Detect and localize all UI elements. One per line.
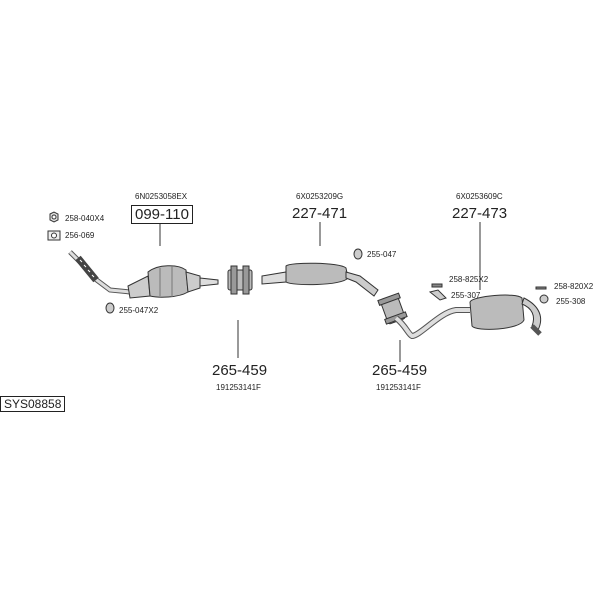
label-rear-silencer-code: 227-473 [452,205,508,222]
label-nut-code: 258-040X4 [65,214,105,223]
label-rubber-front-code: 255-047X2 [119,306,159,315]
catalyst-drawing [127,265,219,299]
bolt-rear-icon [535,286,547,290]
label-bolt-mid-code: 258-825X2 [449,275,489,284]
label-rubber-rear-code: 255-308 [556,297,586,306]
label-hanger-mid-code: 255-047 [367,250,397,259]
label-catalyst-code: 099-110 [131,205,193,224]
label-rear-silencer-ref: 6X0253609C [456,192,503,201]
label-clamp-front-code: 265-459 [212,362,268,379]
label-middle-silencer-code: 227-471 [292,205,348,222]
rubber-front-icon [105,302,115,314]
front-pipe-drawing [68,250,131,295]
label-middle-silencer-ref: 6X0253209G [296,192,344,201]
bolt-mid-icon [431,283,443,288]
label-clamp-rear-ref: 191253141F [376,383,421,392]
label-clamp-front-ref: 191253141F [216,383,261,392]
label-gasket-code: 256-069 [65,231,95,240]
hanger-mid-icon [353,248,363,260]
rear-silencer-drawing [394,294,542,340]
label-bolt-rear-code: 258-820X2 [554,282,594,291]
label-clamp-rear-code: 265-459 [372,362,428,379]
rubber-rear-icon [539,294,549,304]
clamp-rear-drawing [377,292,408,325]
clamp-front-drawing [227,265,253,295]
label-rubber-mid-code: 255-307 [451,291,481,300]
system-code-label: SYS08858 [0,396,66,412]
label-catalyst-ref: 6N0253058EX [135,192,188,201]
middle-silencer-drawing [261,262,379,297]
rubber-mid-icon [428,289,447,301]
